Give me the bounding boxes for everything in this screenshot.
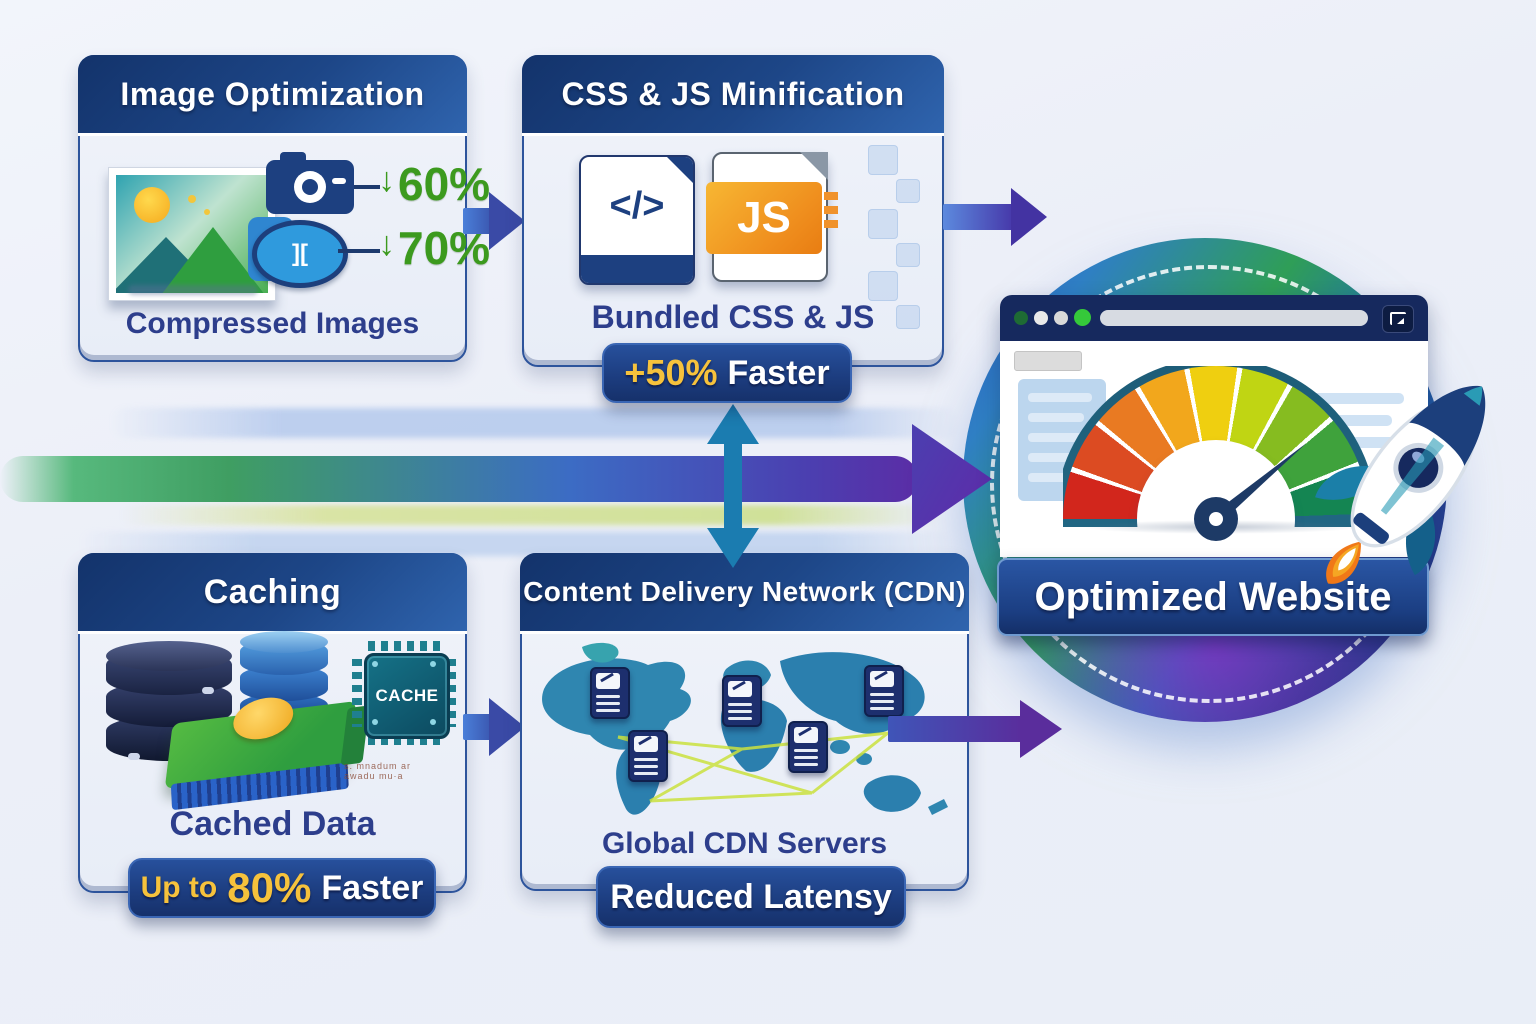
caching-header: Caching: [78, 553, 467, 634]
stat-60: 60%: [398, 158, 491, 210]
minification-title: CSS & JS Minification: [561, 75, 905, 112]
sun-icon: [134, 187, 170, 223]
badge-value: +50%: [624, 352, 718, 393]
vertical-link-arrow: [705, 404, 761, 568]
code-file-icon: </>: [579, 155, 695, 285]
reduction-arrow-icon: ↓: [378, 225, 395, 263]
cdn-server-icon: [864, 665, 904, 717]
image-optimization-box: Image Optimization ↓ 60% ][: [78, 55, 490, 362]
browser-action-icon[interactable]: [1382, 305, 1414, 333]
main-flow-arrow-shaft: [0, 456, 918, 502]
result-label-bar: Optimized Website: [997, 558, 1429, 636]
cache-chip-icon: CACHE: [352, 641, 456, 745]
cdn-server-icon: [590, 667, 630, 719]
image-optimization-header: Image Optimization: [78, 55, 467, 136]
content-chip: [1014, 351, 1082, 371]
badge-label: Reduced Latensy: [610, 877, 892, 916]
code-glyph: </>: [609, 185, 665, 227]
cdn-box: Content Delivery Network (CDN): [520, 553, 969, 891]
badge-prefix: Up to: [140, 871, 218, 904]
cache-chip-label: CACHE: [375, 686, 439, 705]
cdn-badge: Reduced Latensy: [596, 866, 906, 928]
ghost-square: [868, 209, 898, 239]
ghost-square: [896, 305, 920, 329]
arrow-cache-to-cdn: [463, 698, 525, 756]
gauge-hub-dot: [1209, 512, 1223, 526]
caching-badge: Up to 80% Faster: [128, 858, 436, 918]
minification-box: CSS & JS Minification </> JS Bundled CSS…: [522, 55, 944, 367]
cdn-caption: Global CDN Servers: [601, 827, 888, 860]
minification-badge: +50% Faster: [602, 343, 852, 403]
ghost-square: [868, 271, 898, 301]
arrow-img-to-minify: [463, 192, 525, 250]
artifact-text: s. mnadum ar awadu mu·a: [344, 761, 412, 781]
arrow-minify-to-result: [943, 188, 1049, 246]
caching-caption: Cached Data: [169, 805, 376, 843]
database-icon-dark: [106, 641, 232, 781]
cdn-title: Content Delivery Network (CDN): [523, 576, 966, 607]
speed-streak-top: [110, 408, 960, 438]
image-optimization-title: Image Optimization: [120, 75, 425, 112]
cdn-server-icon: [722, 675, 762, 727]
camera-icon: [266, 152, 354, 214]
ghost-square: [896, 243, 920, 267]
minification-caption: Bundled CSS & JS: [591, 299, 875, 335]
window-dot: [1034, 311, 1048, 325]
speed-streak-bottom: [80, 532, 950, 556]
speed-streak-yellow: [120, 505, 940, 525]
minification-header: CSS & JS Minification: [522, 55, 944, 136]
rocket-icon: [1261, 334, 1536, 636]
window-dot: [1054, 311, 1068, 325]
badge-suffix: Faster: [727, 353, 830, 392]
arrow-cdn-to-result: [888, 700, 1062, 758]
window-dot: [1014, 311, 1028, 325]
ghost-square: [896, 179, 920, 203]
cdn-server-icon: [788, 721, 828, 773]
badge-suffix: Faster: [321, 868, 424, 907]
reduction-arrow-icon: ↓: [378, 161, 395, 199]
compress-icon: ][: [252, 220, 348, 288]
js-label: JS: [706, 182, 822, 254]
caching-title: Caching: [203, 572, 342, 611]
window-dot: [1074, 309, 1091, 326]
js-file-icon: JS: [706, 152, 838, 282]
address-bar[interactable]: [1100, 310, 1368, 326]
ghost-square: [868, 145, 898, 175]
image-optimization-caption: Compressed Images: [125, 307, 420, 340]
cdn-server-icon: [628, 730, 668, 782]
cdn-header: Content Delivery Network (CDN): [520, 553, 969, 634]
caching-box: Caching: [78, 553, 467, 893]
badge-value: 80%: [227, 864, 312, 911]
browser-titlebar: [1000, 295, 1428, 341]
